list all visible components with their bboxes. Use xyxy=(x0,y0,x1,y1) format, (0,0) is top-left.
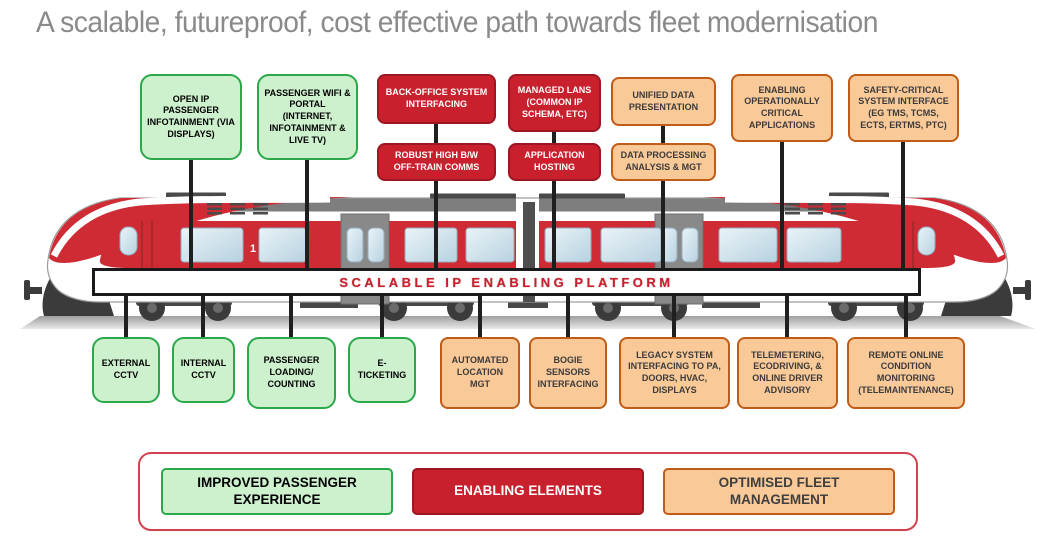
box-passenger-wifi-portal: PASSENGER WIFI & PORTAL (INTERNET, INFOT… xyxy=(257,74,358,160)
connector-line xyxy=(661,124,665,272)
connector-line xyxy=(901,140,905,272)
connector-line xyxy=(305,158,309,272)
box-enabling-operationally-critical: ENABLING OPERATIONALLY CRITICAL APPLICAT… xyxy=(731,74,833,142)
scalable-ip-platform-banner: SCALABLE IP ENABLING PLATFORM xyxy=(92,268,921,296)
legend-enabling-elements: ENABLING ELEMENTS xyxy=(412,468,644,515)
box-robust-high-bw-off-train-comms: ROBUST HIGH B/W OFF-TRAIN COMMS xyxy=(377,143,496,181)
legend: IMPROVED PASSENGER EXPERIENCE ENABLING E… xyxy=(138,452,918,531)
box-unified-data-presentation: UNIFIED DATA PRESENTATION xyxy=(611,77,716,126)
box-bogie-sensors-interfacing: BOGIE SENSORS INTERFACING xyxy=(529,337,607,409)
red-livery xyxy=(49,197,1006,263)
box-e-ticketing: E-TICKETING xyxy=(348,337,416,403)
box-internal-cctv: INTERNAL CCTV xyxy=(172,337,235,403)
connector-line xyxy=(289,294,293,340)
box-remote-online-condition-monitoring: REMOTE ONLINE CONDITION MONITORING (TELE… xyxy=(847,337,965,409)
box-safety-critical-system-interface: SAFETY-CRITICAL SYSTEM INTERFACE (EG TMS… xyxy=(848,74,959,142)
roof-equipment xyxy=(166,192,889,199)
roof-vents xyxy=(207,203,846,215)
box-automated-location-mgt: AUTOMATED LOCATION MGT xyxy=(440,337,520,409)
connector-line xyxy=(904,294,908,340)
box-managed-lans: MANAGED LANS (COMMON IP SCHEMA, ETC) xyxy=(508,74,601,132)
connector-line xyxy=(552,130,556,272)
train-illustration: 1 xyxy=(20,192,1036,329)
connector-line xyxy=(780,140,784,272)
connector-line xyxy=(434,122,438,272)
box-application-hosting: APPLICATION HOSTING xyxy=(508,143,601,181)
page-title: A scalable, futureproof, cost effective … xyxy=(36,6,878,39)
box-open-ip-passenger-infotainment: OPEN IP PASSENGER INFOTAINMENT (VIA DISP… xyxy=(140,74,242,160)
connector-line xyxy=(380,294,384,340)
box-external-cctv: EXTERNAL CCTV xyxy=(92,337,160,403)
legend-improved-passenger-experience: IMPROVED PASSENGER EXPERIENCE xyxy=(161,468,393,515)
connector-line xyxy=(189,158,193,272)
nose-white-stripe-left xyxy=(50,195,331,258)
box-legacy-system-interfacing: LEGACY SYSTEM INTERFACING TO PA, DOORS, … xyxy=(619,337,730,409)
connector-line xyxy=(785,294,789,340)
car-number: 1 xyxy=(250,243,256,255)
box-passenger-loading-counting: PASSENGER LOADING/ COUNTING xyxy=(247,337,336,409)
box-back-office-system-interfacing: BACK-OFFICE SYSTEM INTERFACING xyxy=(377,74,496,124)
windows xyxy=(119,226,936,263)
box-data-processing-analysis-mgt: DATA PROCESSING ANALYSIS & MGT xyxy=(611,143,716,181)
legend-optimised-fleet-management: OPTIMISED FLEET MANAGEMENT xyxy=(663,468,895,515)
connector-line xyxy=(124,294,128,340)
connector-line xyxy=(201,294,205,340)
connector-line xyxy=(478,294,482,340)
box-telemetering-ecodriving: TELEMETERING, ECODRIVING, & ONLINE DRIVE… xyxy=(737,337,838,409)
ground-strip xyxy=(20,316,1036,329)
connector-line xyxy=(566,294,570,340)
connector-line xyxy=(672,294,676,340)
